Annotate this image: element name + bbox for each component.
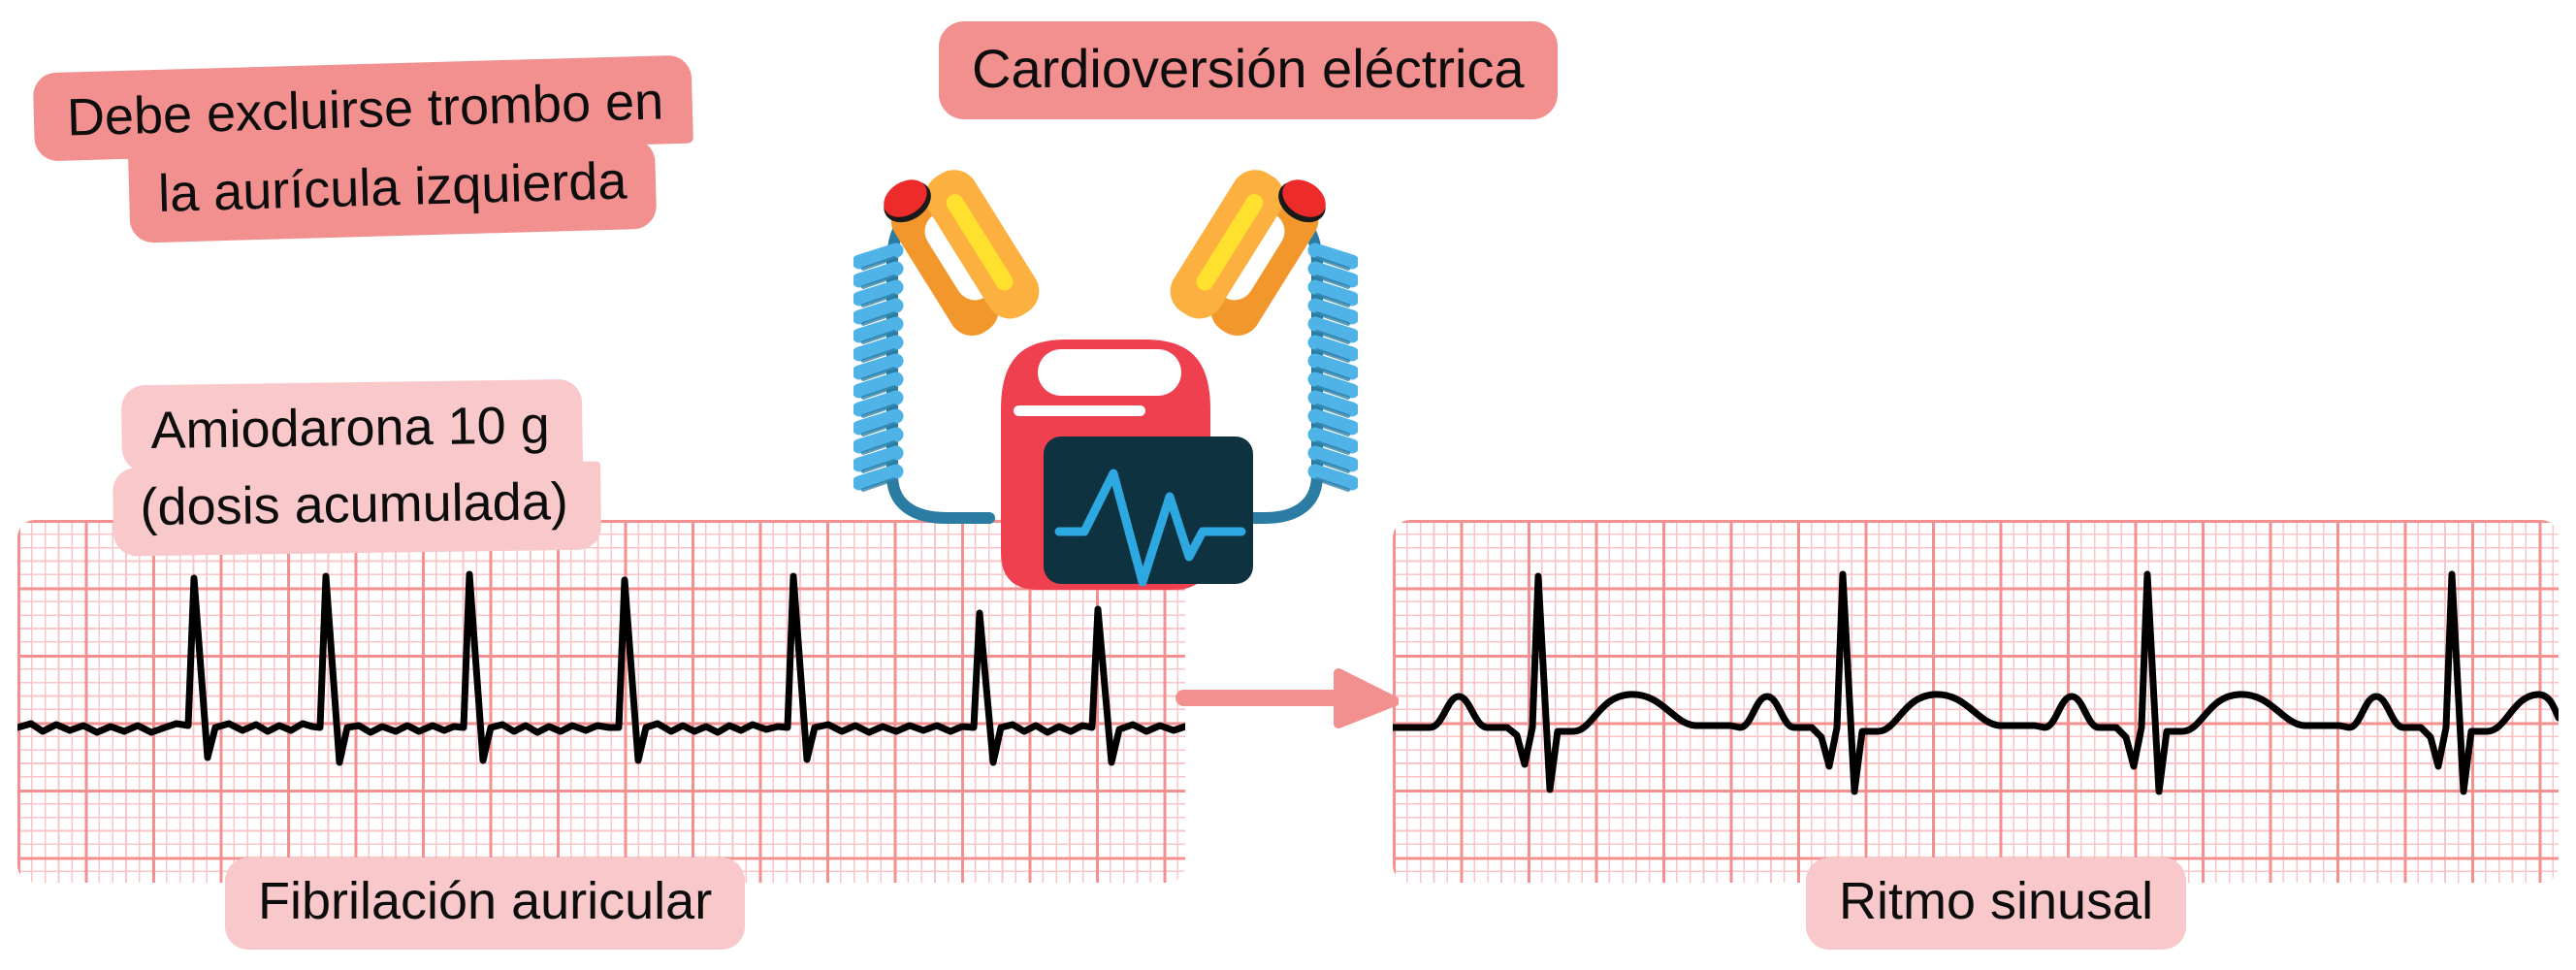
defibrillator-paddle-right[interactable] [1161,155,1336,349]
paddle-right-shock-button[interactable] [1275,172,1333,224]
ecg-trace-atrial-fibrillation [17,570,1185,766]
ecg-trace-sinus-rhythm [1393,570,2559,795]
defibrillator-illustration [853,155,1358,590]
defibrillator-screen [1044,436,1253,584]
coiled-cable-right-icon [1216,200,1358,524]
paddle-right-stripe [1196,194,1264,291]
defibrillator-screen-ecg-waveform [1054,469,1246,587]
transition-arrow [1175,668,1399,728]
badge-thrombus-line-2: la aurícula izquierda [127,138,658,243]
badge-atrial-fibrillation-label: Fibrilación auricular [225,857,746,950]
defibrillator-paddle-left[interactable] [874,155,1048,349]
badge-thrombus-warning: Debe excluirse trombo en la aurícula izq… [32,54,696,246]
arrow-shaft [1175,690,1350,706]
ecg-strip-sinus-rhythm [1393,520,2559,883]
coiled-cable-left-icon [853,200,995,524]
badge-cardioversion-title: Cardioversión eléctrica [939,21,1558,120]
badge-amiodarone-dose: Amiodarona 10 g (dosis acumulada) [112,378,602,557]
arrow-head [1334,668,1399,728]
badge-amiodarone-line-1: Amiodarona 10 g [120,378,584,472]
badge-cardioversion-line-1: Cardioversión eléctrica [939,21,1558,120]
paddle-left-shock-button[interactable] [877,172,934,224]
badge-sinus-rhythm-text: Ritmo sinusal [1806,857,2187,950]
defibrillator-handle-slot [1038,349,1181,396]
defibrillator-accent-strip [1014,405,1145,416]
badge-amiodarone-line-2: (dosis acumulada) [112,461,602,557]
ecg-strip-atrial-fibrillation [17,520,1185,883]
paddle-left-stripe [946,194,1014,291]
badge-sinus-rhythm-label: Ritmo sinusal [1806,857,2187,950]
badge-atrial-fibrillation-text: Fibrilación auricular [225,857,746,950]
